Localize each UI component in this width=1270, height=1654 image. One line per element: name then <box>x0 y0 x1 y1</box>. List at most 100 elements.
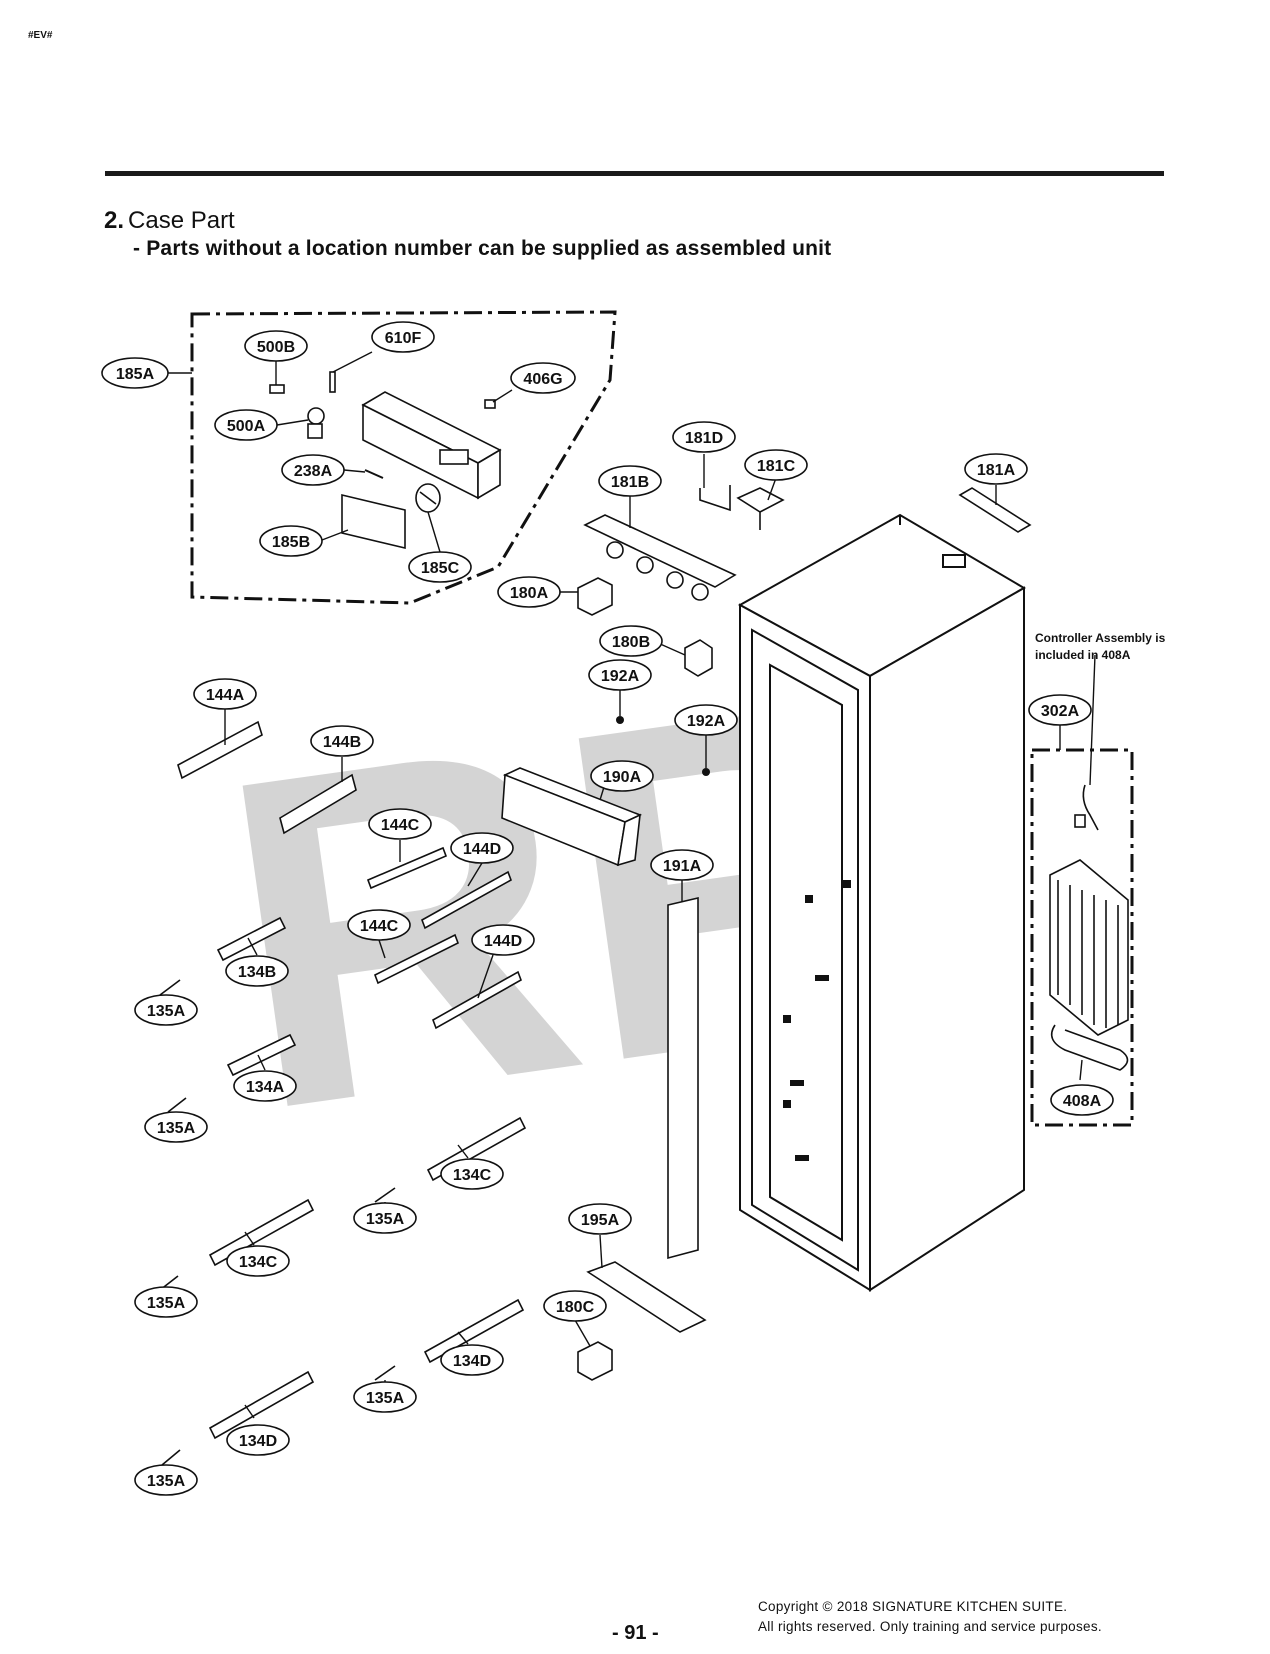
section-number: 2. <box>104 207 125 234</box>
header-tag: #EV# <box>28 30 53 41</box>
svg-text:135A: 135A <box>147 1295 186 1312</box>
copyright-line1: Copyright © 2018 SIGNATURE KITCHEN SUITE… <box>758 1599 1068 1614</box>
svg-text:135A: 135A <box>157 1120 196 1137</box>
part-238A <box>364 469 384 479</box>
part-180A-bracket <box>577 577 613 616</box>
svg-text:135A: 135A <box>147 1003 186 1020</box>
section-title-text: Case Part <box>128 207 235 234</box>
part-144C-rail-1 <box>366 846 448 890</box>
callout-181C: 181C <box>744 449 808 481</box>
callout-135A-3: 135A <box>353 1202 417 1234</box>
callout-406G: 406G <box>510 362 576 394</box>
callout-238A: 238A <box>281 454 345 486</box>
svg-text:191A: 191A <box>663 858 702 875</box>
part-302A-controller-wire <box>1074 784 1099 831</box>
callout-181D: 181D <box>672 421 736 453</box>
callout-185C: 185C <box>408 551 472 583</box>
callout-144A: 144A <box>193 678 257 710</box>
callout-190A: 190A <box>590 760 654 792</box>
part-144A-bracket <box>177 720 263 780</box>
svg-text:180C: 180C <box>556 1299 595 1316</box>
callout-180B: 180B <box>599 625 663 657</box>
callout-302A: 302A <box>1028 694 1092 726</box>
part-500A-sensor <box>307 407 325 439</box>
part-180C-bracket <box>577 1341 613 1381</box>
svg-text:144C: 144C <box>381 817 420 834</box>
case-body <box>737 513 1026 1292</box>
part-192A-screw-2 <box>702 768 710 776</box>
page-number: - 91 - <box>612 1622 659 1644</box>
part-610F <box>329 371 336 393</box>
part-181B-bracket <box>583 514 737 601</box>
svg-text:144A: 144A <box>206 687 245 704</box>
callout-135A-2: 135A <box>144 1111 208 1143</box>
svg-text:134C: 134C <box>453 1167 492 1184</box>
svg-text:192A: 192A <box>601 668 640 685</box>
svg-text:238A: 238A <box>294 463 333 480</box>
svg-text:181A: 181A <box>977 462 1016 479</box>
part-185A-housing <box>361 391 502 500</box>
part-134D-slide-2 <box>208 1370 315 1440</box>
svg-text:181D: 181D <box>685 430 723 447</box>
callout-185A: 185A <box>101 357 169 389</box>
part-181D-bracket <box>699 485 731 512</box>
part-408A-evaporator <box>1049 859 1129 1071</box>
section-title: 2.Case Part <box>104 207 235 235</box>
svg-text:144C: 144C <box>360 918 399 935</box>
callout-144D-1: 144D <box>450 832 514 864</box>
part-134A-slide <box>226 1033 297 1077</box>
callout-144C-2: 144C <box>347 909 411 941</box>
callout-191A: 191A <box>650 849 714 881</box>
svg-text:135A: 135A <box>366 1211 405 1228</box>
callout-134D-1: 134D <box>440 1344 504 1376</box>
part-191A-strip <box>667 896 699 1260</box>
svg-text:181B: 181B <box>611 474 649 491</box>
part-180B-bracket <box>684 639 713 677</box>
part-144B-bracket <box>279 773 357 835</box>
callout-181B: 181B <box>598 465 662 497</box>
callout-500A: 500A <box>214 409 278 441</box>
part-181C-bracket <box>736 487 785 530</box>
part-500B <box>269 384 285 394</box>
section-subtitle: - Parts without a location number can be… <box>133 237 832 260</box>
svg-text:134D: 134D <box>239 1433 277 1450</box>
svg-text:500B: 500B <box>257 339 295 356</box>
callout-180A: 180A <box>497 576 561 608</box>
callout-192A-1: 192A <box>588 659 652 691</box>
assembly-185A-boundary <box>190 310 617 605</box>
svg-text:180B: 180B <box>612 634 650 651</box>
part-190A-duct <box>501 767 643 867</box>
callout-181A: 181A <box>964 453 1028 485</box>
callout-144D-2: 144D <box>471 924 535 956</box>
part-135A-latches <box>159 979 396 1466</box>
svg-text:190A: 190A <box>603 769 642 786</box>
svg-text:134D: 134D <box>453 1353 491 1370</box>
svg-text:144D: 144D <box>484 933 522 950</box>
part-192A-screw-1 <box>616 716 624 724</box>
svg-text:135A: 135A <box>366 1390 405 1407</box>
callout-185B: 185B <box>259 525 323 557</box>
svg-text:406G: 406G <box>523 371 562 388</box>
controller-note-line2: included in 408A <box>1035 648 1131 662</box>
svg-text:181C: 181C <box>757 458 796 475</box>
callout-500B: 500B <box>244 330 308 362</box>
svg-text:500A: 500A <box>227 418 266 435</box>
copyright: Copyright © 2018 SIGNATURE KITCHEN SUITE… <box>758 1597 1102 1637</box>
svg-text:185B: 185B <box>272 534 310 551</box>
header-rule <box>105 171 1164 176</box>
svg-text:135A: 135A <box>147 1473 186 1490</box>
svg-text:144D: 144D <box>463 841 501 858</box>
part-144D-rail-2 <box>432 970 522 1030</box>
svg-text:185A: 185A <box>116 366 155 383</box>
callout-134C-1: 134C <box>440 1158 504 1190</box>
part-195A-plate <box>586 1261 707 1333</box>
svg-text:408A: 408A <box>1063 1093 1102 1110</box>
part-406G <box>484 399 496 409</box>
svg-text:192A: 192A <box>687 713 726 730</box>
callout-134D-2: 134D <box>226 1424 290 1456</box>
part-144C-rail-2 <box>373 933 460 985</box>
part-134D-slide-1 <box>423 1298 525 1364</box>
callout-134A: 134A <box>233 1070 297 1102</box>
part-181A-bracket <box>958 487 1032 533</box>
